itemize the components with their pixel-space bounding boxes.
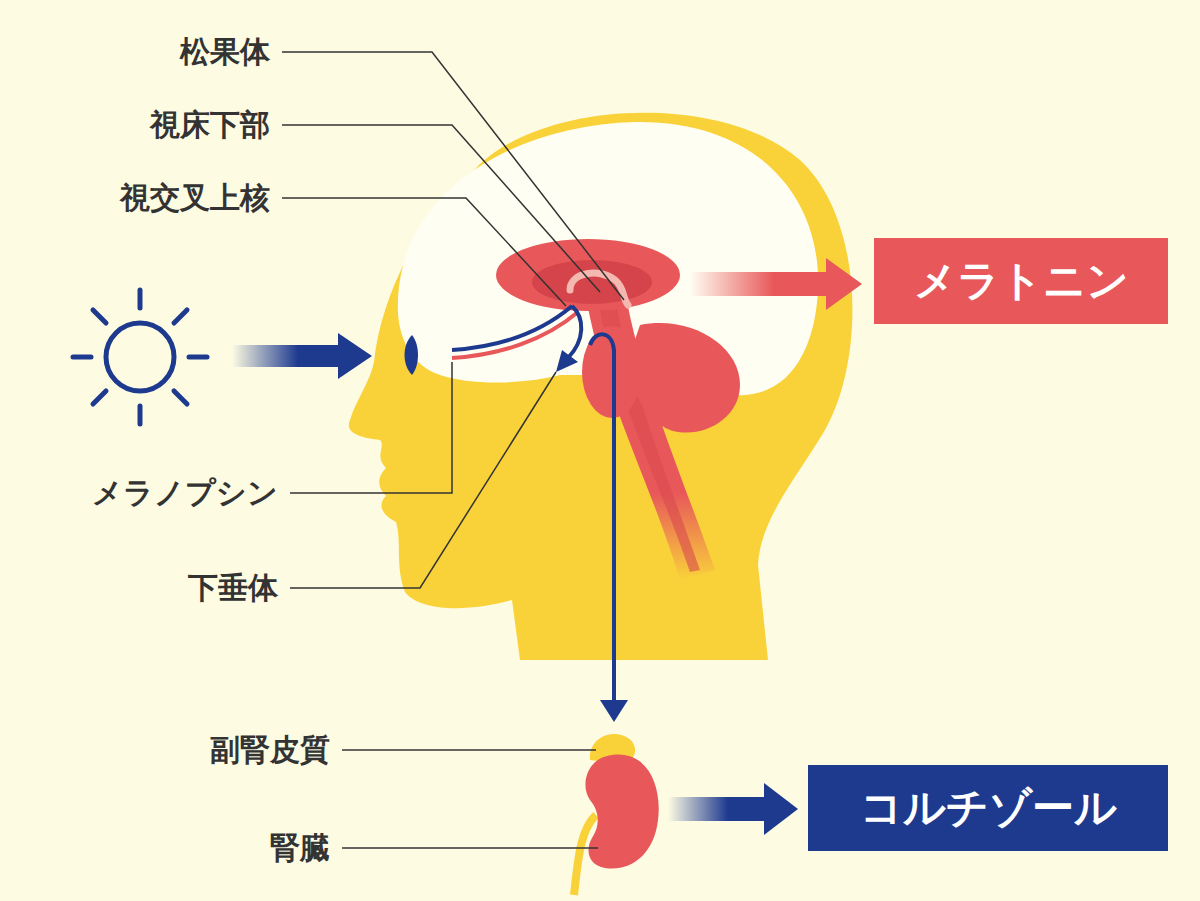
melatonin-arrow-head: [826, 258, 862, 310]
cerebellum: [628, 323, 740, 433]
cortisol-arrow-head: [764, 783, 798, 835]
part-label: 視床下部: [150, 110, 270, 140]
leader-lines: [282, 52, 624, 848]
hormone-box: メラトニン: [874, 238, 1168, 324]
signal-down: [590, 334, 614, 705]
cerebrum-core: [496, 239, 680, 311]
eye: [405, 335, 419, 375]
part-label: 副腎皮質: [210, 735, 330, 765]
part-label: 視交叉上核: [120, 183, 270, 213]
part-label: 下垂体: [188, 573, 278, 603]
optic-nerve-red: [452, 312, 578, 358]
melatonin-arrow: [690, 272, 830, 296]
light-arrow: [232, 345, 342, 367]
part-label: 松果体: [180, 37, 270, 67]
kidney: [585, 755, 658, 869]
sun: [73, 290, 207, 424]
hormone-name: コルチゾール: [860, 787, 1117, 829]
cortisol-arrow: [668, 797, 768, 821]
light-arrow-head: [338, 333, 372, 379]
hormone-box: コルチゾール: [808, 765, 1168, 851]
head: [349, 113, 853, 660]
hormone-name: メラトニン: [914, 260, 1129, 302]
pineal: [570, 273, 628, 305]
signal-loop: [568, 306, 581, 358]
signal-down-head: [600, 700, 628, 722]
optic-nerve-blue: [452, 306, 572, 350]
part-label: メラノプシン: [92, 478, 278, 508]
part-label: 腎臓: [270, 833, 330, 863]
signal-head: [556, 350, 578, 372]
